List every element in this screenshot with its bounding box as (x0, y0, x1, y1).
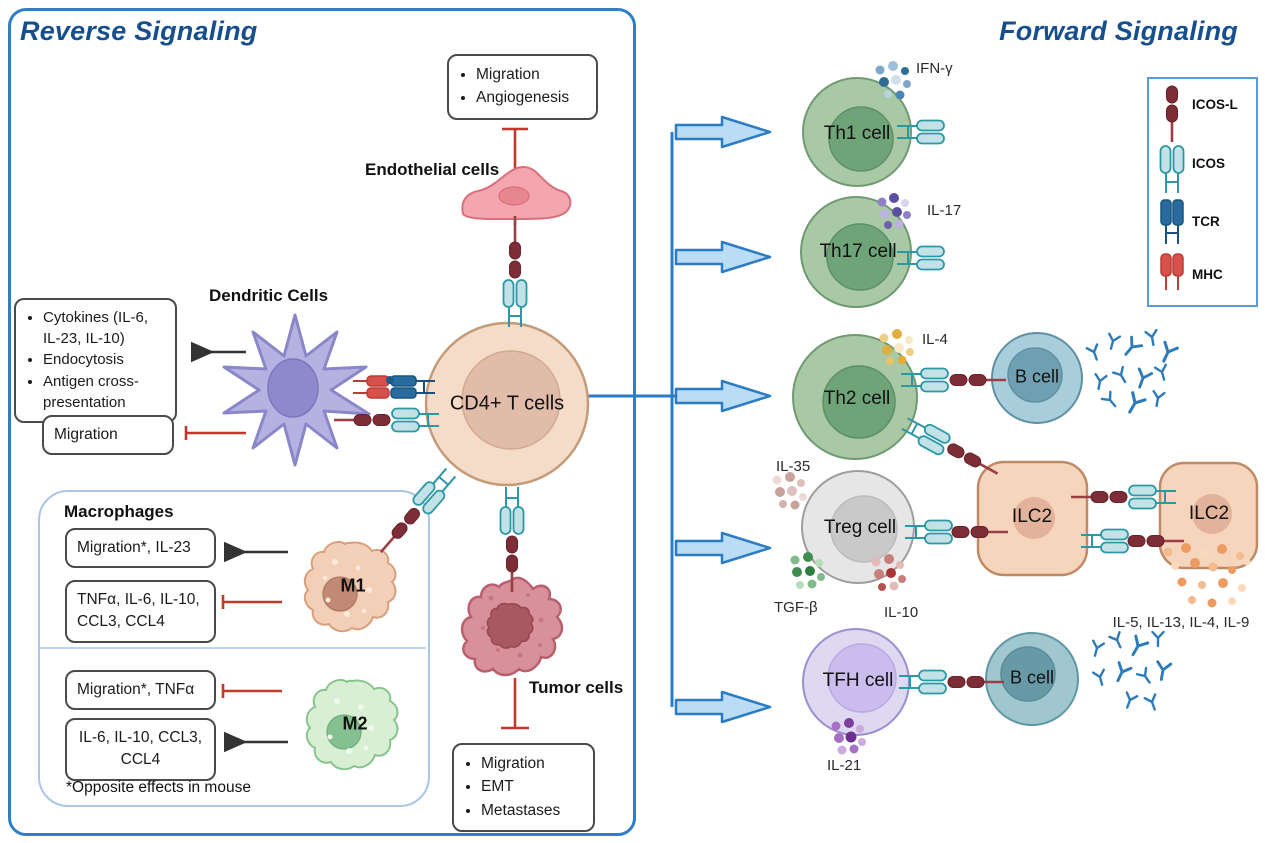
il-17-label: IL-17 (927, 202, 962, 219)
antigen-peptide-dot (386, 376, 394, 384)
m2-induced-box: IL-6, IL-10, CCL3, CCL4 (65, 718, 216, 781)
b-cell-top-label: B cell (1014, 366, 1060, 387)
ilc2-right-label: ILC2 (1188, 503, 1230, 524)
branch-arrow-tfh (674, 690, 772, 724)
m1-macrophage-cell (303, 540, 397, 633)
dendritic-cell (222, 313, 371, 467)
m2-inhibited-box: Migration*, TNFα (65, 670, 216, 711)
il-35-label: IL-35 (776, 458, 811, 475)
m2-label: M2 (342, 713, 368, 734)
footnote: *Opposite effects in mouse (66, 779, 251, 796)
dc-activation-item: Cytokines (IL-6, IL-23, IL-10) (43, 308, 165, 349)
dc-activation-item: Antigen cross-presentation (43, 372, 165, 413)
th1-label: Th1 cell (823, 123, 891, 144)
ilc2-cell-left (976, 460, 1089, 577)
antibodies-bottom (1088, 630, 1173, 713)
legend-label-icos: ICOS (1192, 156, 1226, 171)
legend-label-mhc: MHC (1192, 267, 1223, 282)
icos-icon-cd4-bottomleft (410, 463, 461, 517)
m1-induced-box: Migration*, IL-23 (65, 528, 216, 569)
forward-branch-connectors (586, 132, 676, 707)
m1-inhibited-box: TNFα, IL-6, IL-10, CCL3, CCL4 (65, 580, 216, 643)
cd4-label: CD4+ T cells (449, 392, 565, 415)
legend-label-icos-l: ICOS-L (1192, 97, 1238, 112)
tfh-label: TFH cell (822, 670, 894, 691)
il-21-label: IL-21 (827, 757, 862, 774)
dc-inhibition-box: Migration (42, 415, 174, 456)
il-35-dots (772, 472, 807, 510)
branch-arrow-th1 (674, 115, 772, 149)
th17-label: Th17 cell (819, 241, 897, 262)
il-21-dots (831, 718, 866, 755)
tumor-effect-item: Migration (481, 753, 583, 775)
b-cell-bottom-label: B cell (1009, 667, 1055, 688)
m1-label: M1 (340, 575, 366, 596)
endothelial-effect-item: Migration (476, 64, 586, 86)
stimulation-arrows (190, 341, 288, 753)
endothelial-effects-box: Migration Angiogenesis (447, 54, 598, 120)
il-4-dots (879, 329, 914, 365)
th2-cell (792, 334, 918, 460)
il-10-label: IL-10 (884, 604, 919, 621)
tfh-cell (802, 628, 910, 736)
th17-cell (800, 196, 912, 308)
th1-cell (802, 77, 912, 187)
inhibition-bars (184, 127, 529, 730)
il-10-dots (871, 554, 906, 591)
tgf-beta-dots (790, 552, 825, 589)
macrophages-panel (38, 490, 430, 807)
icos-l-icon-m1 (375, 504, 424, 558)
tumor-cell (460, 576, 564, 677)
antibodies-top (1085, 328, 1179, 418)
b-cell-top (991, 332, 1083, 424)
receptor-legend (1147, 77, 1258, 307)
endothelial-effect-item: Angiogenesis (476, 87, 586, 109)
branch-arrow-th2 (674, 379, 772, 413)
b-cell-bottom (985, 632, 1079, 726)
reverse-signaling-title: Reverse Signaling (20, 16, 258, 46)
treg-label: Treg cell (823, 517, 897, 538)
m2-macrophage-cell (305, 678, 399, 771)
ilc2-cell-right (1158, 461, 1259, 570)
macrophages-label: Macrophages (64, 502, 174, 521)
ilc2-output-dots (1163, 543, 1251, 608)
branch-arrow-treg (674, 531, 772, 565)
tumor-effect-item: Metastases (481, 800, 583, 822)
forward-signaling-title: Forward Signaling (999, 16, 1238, 46)
tumor-effect-item: EMT (481, 776, 583, 798)
branch-arrow-th17 (674, 240, 772, 274)
icos-l-icon-dendritic (332, 413, 392, 427)
icos-icon-cd4-bottom (499, 486, 525, 535)
tgf-beta-label: TGF-β (774, 599, 818, 616)
cd4-t-cell (424, 321, 590, 487)
ilc2-left-label: ILC2 (1011, 506, 1053, 527)
legend-label-tcr: TCR (1192, 214, 1220, 229)
endothelial-label: Endothelial cells (365, 160, 500, 179)
ifn-gamma-dots (875, 61, 911, 100)
th2-label: Th2 cell (823, 388, 891, 409)
dc-activation-box: Cytokines (IL-6, IL-23, IL-10) Endocytos… (14, 298, 177, 424)
il-17-dots (877, 193, 911, 229)
dc-activation-item: Endocytosis (43, 350, 165, 371)
ilc2-output-label: IL-5, IL-13, IL-4, IL-9 (1112, 614, 1250, 631)
il-4-label: IL-4 (922, 331, 948, 348)
ifn-gamma-label: IFN-γ (916, 60, 953, 77)
dendritic-label: Dendritic Cells (209, 286, 329, 305)
tumor-label: Tumor cells (529, 678, 624, 697)
icos-l-icon-endothelial (508, 220, 522, 280)
tumor-effects-box: Migration EMT Metastases (452, 743, 595, 833)
endothelial-cell (461, 166, 572, 221)
mhc-icon-dendritic (352, 375, 390, 399)
reverse-signaling-panel (8, 8, 636, 836)
icos-icon-cd4-top (502, 279, 528, 328)
